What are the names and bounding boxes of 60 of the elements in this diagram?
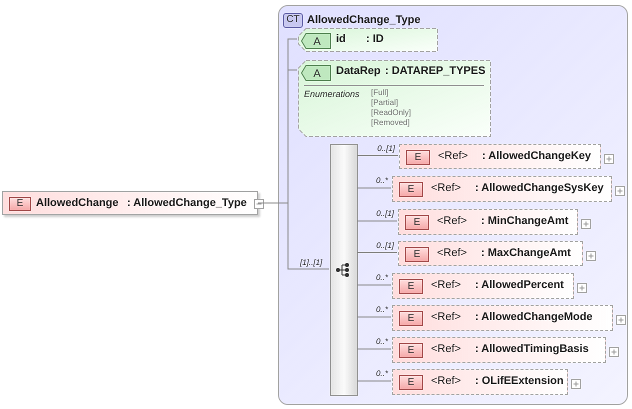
ref-label: <Ref> (431, 279, 461, 292)
enumeration-value: [Full] (371, 88, 388, 98)
element-badge: E (405, 247, 429, 262)
ref-label: <Ref> (437, 247, 467, 260)
element-badge: E (406, 150, 430, 165)
element-badge: E (399, 279, 423, 294)
element-badge: E (399, 311, 423, 326)
attribute-type: : ID (366, 33, 384, 46)
attribute-box (298, 60, 491, 137)
ref-label: <Ref> (431, 343, 461, 356)
edge-label: 0..* (376, 176, 388, 186)
edge-label: 0..* (376, 337, 388, 347)
enumeration-value: [Partial] (371, 98, 398, 108)
edge-label: 0..* (376, 369, 388, 379)
element-type: : MinChangeAmt (481, 215, 568, 228)
element-type: : AllowedChange_Type (127, 197, 247, 210)
connector-line (356, 348, 392, 350)
complex-type-box (278, 5, 628, 405)
edge-label: 0..[1] (376, 240, 394, 250)
connector-line (356, 380, 392, 382)
attribute-box (298, 28, 438, 52)
complex-type-badge: CT (283, 13, 303, 28)
element-badge: E (399, 182, 423, 197)
connector-line (356, 220, 398, 222)
element-badge: E (399, 375, 423, 390)
edge-label: 0..* (376, 273, 388, 283)
element-type: : AllowedChangeKey (482, 150, 591, 163)
attribute-name: DataRep (336, 65, 381, 78)
edge-label: 0..* (376, 305, 388, 315)
ref-label: <Ref> (431, 182, 461, 195)
element-badge: E (9, 197, 31, 211)
edge-label: 0..[1] (376, 209, 394, 219)
connector-line (356, 252, 398, 253)
type-name: AllowedChange_Type (307, 14, 420, 27)
element-type: : MaxChangeAmt (481, 247, 571, 260)
sequence-bar (330, 144, 358, 396)
element-type: : AllowedTimingBasis (475, 343, 589, 356)
attribute-badge: A (301, 33, 331, 49)
attribute-badge: A (301, 65, 331, 81)
element-type: : AllowedChangeSysKey (475, 182, 604, 195)
attribute-type: : DATAREP_TYPES (385, 65, 486, 78)
connector-line (356, 284, 392, 286)
connector-line (356, 155, 398, 156)
ref-label: <Ref> (438, 150, 468, 163)
element-type: : OLifEExtension (475, 375, 564, 388)
element-badge: E (399, 343, 423, 358)
edge-label: 0..[1] (377, 144, 395, 154)
edge-label: [1]..[1] (300, 258, 322, 268)
enumeration-value: [Removed] (371, 118, 410, 128)
connector-line (356, 316, 392, 318)
enumerations-heading: Enumerations (304, 89, 360, 99)
ref-label: <Ref> (431, 311, 461, 324)
element-type: : AllowedPercent (475, 279, 564, 292)
enumeration-value: [ReadOnly] (371, 108, 412, 118)
attribute-name: id (336, 33, 346, 46)
element-name: AllowedChange (36, 197, 119, 210)
element-type: : AllowedChangeMode (475, 311, 593, 324)
ref-label: <Ref> (431, 375, 461, 388)
ref-label: <Ref> (437, 215, 467, 228)
element-badge: E (405, 215, 429, 230)
